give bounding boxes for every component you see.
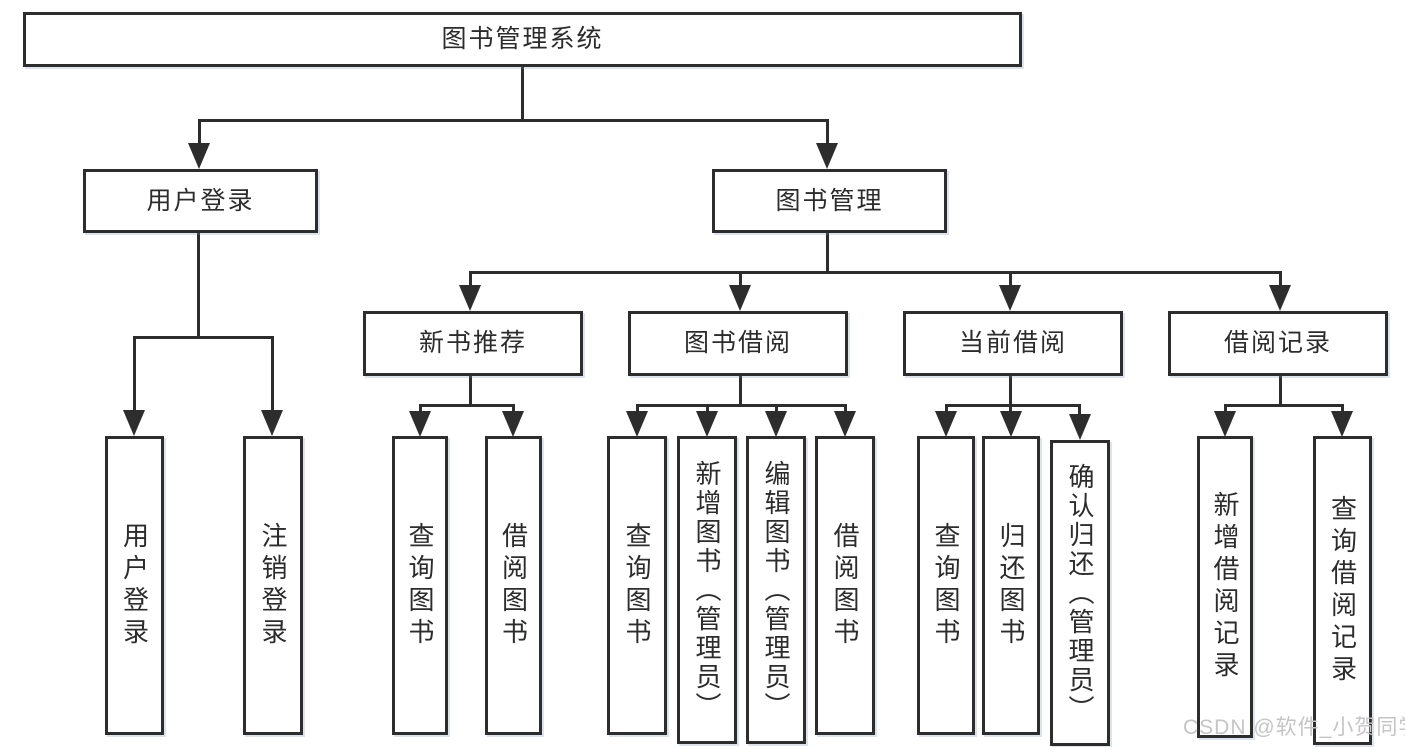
connector-line <box>826 233 829 274</box>
leaf-add-borrow-record-label: 新增借阅记录 <box>1210 491 1240 683</box>
arrow-down-icon <box>1000 411 1022 437</box>
connector-line <box>826 119 829 146</box>
leaf-user-login-label: 用户登录 <box>119 521 150 650</box>
node-current-borrow-label: 当前借阅 <box>958 329 1067 357</box>
leaf-logout-login-label: 注销登录 <box>258 521 288 650</box>
node-borrow-records: 借阅记录 <box>1168 311 1388 376</box>
connector-line <box>133 336 136 413</box>
node-book-management-label: 图书管理 <box>775 186 884 215</box>
node-book-borrow-label: 图书借阅 <box>683 329 792 357</box>
node-borrow-records-label: 借阅记录 <box>1223 329 1332 357</box>
arrow-down-icon <box>123 410 145 436</box>
connector-line <box>1279 271 1282 288</box>
arrow-down-icon <box>409 411 431 437</box>
node-book-borrow: 图书借阅 <box>628 311 848 376</box>
leaf-query-borrow-record: 查询借阅记录 <box>1313 436 1372 745</box>
connector-line <box>1279 376 1282 407</box>
arrow-down-icon <box>1331 411 1353 437</box>
connector-line <box>739 271 742 288</box>
arrow-down-icon <box>816 143 838 169</box>
leaf-add-books-admin-label: 新增图书（管理员） <box>692 459 722 721</box>
arrow-down-icon <box>626 411 648 437</box>
node-new-book-recommend: 新书推荐 <box>363 311 583 376</box>
connector-line <box>1009 271 1012 288</box>
arrow-down-icon <box>729 285 751 311</box>
leaf-edit-books-admin-label: 编辑图书（管理员） <box>761 459 791 721</box>
connector-line <box>1224 404 1343 407</box>
arrow-down-icon <box>459 285 481 311</box>
watermark: CSDN @软件_小贺同学 <box>1183 716 1405 739</box>
connector-line <box>469 376 472 407</box>
leaf-return-books-label: 归还图书 <box>996 521 1026 650</box>
leaf-confirm-return-admin-label: 确认归还（管理员） <box>1065 462 1095 724</box>
connector-line <box>1224 404 1227 413</box>
root-node-label: 图书管理系统 <box>441 25 604 53</box>
leaf-user-login: 用户登录 <box>105 436 164 735</box>
leaf-borrow-books-recommend: 借阅图书 <box>485 436 542 735</box>
connector-line <box>844 404 847 413</box>
connector-line <box>198 119 201 146</box>
node-current-borrow: 当前借阅 <box>903 311 1123 376</box>
leaf-query-books-borrow-label: 查询图书 <box>622 521 652 650</box>
connector-line <box>419 404 515 407</box>
leaf-borrow-books-borrow-label: 借阅图书 <box>830 521 860 650</box>
connector-line <box>419 404 422 413</box>
leaf-borrow-books-recommend-label: 借阅图书 <box>498 521 529 650</box>
arrow-down-icon <box>502 411 524 437</box>
connector-line <box>636 404 846 407</box>
leaf-confirm-return-admin: 确认归还（管理员） <box>1050 440 1110 746</box>
arrow-down-icon <box>999 285 1021 311</box>
leaf-add-borrow-record: 新增借阅记录 <box>1197 436 1253 738</box>
connector-line <box>197 233 200 339</box>
connector-line <box>1341 404 1344 413</box>
leaf-query-books-current-label: 查询图书 <box>931 521 961 650</box>
leaf-query-borrow-record-label: 查询借阅记录 <box>1327 494 1358 687</box>
arrow-down-icon <box>1069 414 1091 440</box>
connector-line <box>469 271 1282 274</box>
arrow-down-icon <box>188 143 210 169</box>
leaf-borrow-books-borrow: 借阅图书 <box>815 436 875 735</box>
connector-line <box>945 404 948 413</box>
leaf-query-books-recommend: 查询图书 <box>392 436 448 735</box>
leaf-query-books-recommend-label: 查询图书 <box>405 521 435 650</box>
arrow-down-icon <box>1269 285 1291 311</box>
connector-line <box>945 404 1081 407</box>
leaf-edit-books-admin: 编辑图书（管理员） <box>746 436 806 744</box>
arrow-down-icon <box>834 411 856 437</box>
connector-line <box>512 404 515 413</box>
arrow-down-icon <box>1214 411 1236 437</box>
connector-line <box>636 404 639 413</box>
node-new-book-recommend-label: 新书推荐 <box>418 329 527 357</box>
arrow-down-icon <box>935 411 957 437</box>
arrow-down-icon <box>765 411 787 437</box>
node-user-login: 用户登录 <box>83 169 318 233</box>
leaf-logout-login: 注销登录 <box>243 436 303 735</box>
node-user-login-label: 用户登录 <box>146 186 255 215</box>
connector-line <box>271 336 274 413</box>
connector-line <box>1078 404 1081 417</box>
leaf-query-books-current: 查询图书 <box>917 436 975 735</box>
arrow-down-icon <box>696 411 718 437</box>
connector-line <box>469 271 472 288</box>
node-book-management: 图书管理 <box>712 169 947 233</box>
connector-line <box>739 376 742 407</box>
connector-line <box>1009 404 1012 413</box>
root-node: 图书管理系统 <box>23 12 1022 67</box>
connector-line <box>706 404 709 413</box>
connector-line <box>133 336 274 339</box>
leaf-query-books-borrow: 查询图书 <box>607 436 667 735</box>
connector-line <box>1009 376 1012 407</box>
arrow-down-icon <box>261 410 283 436</box>
leaf-return-books: 归还图书 <box>982 436 1040 735</box>
leaf-add-books-admin: 新增图书（管理员） <box>677 436 737 744</box>
connector-line <box>775 404 778 413</box>
connector-line <box>521 67 524 122</box>
connector-line <box>198 119 829 122</box>
